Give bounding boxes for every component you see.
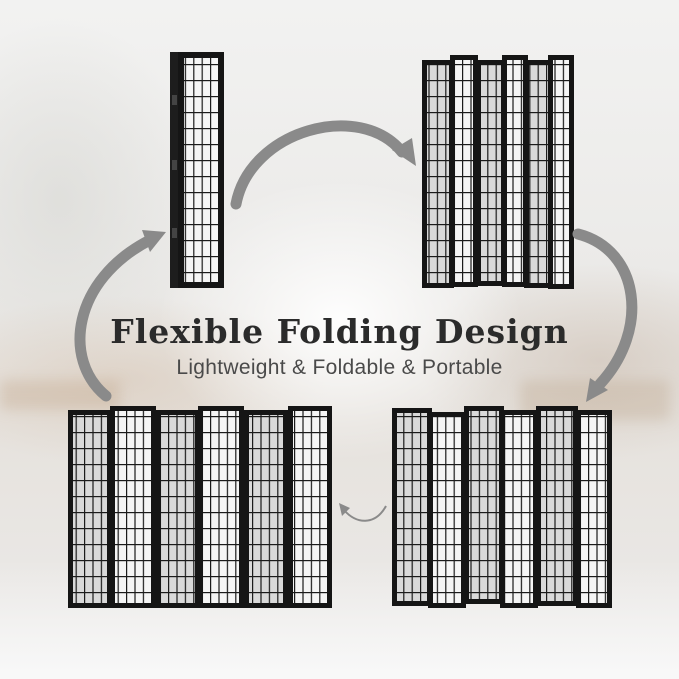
subheadline: Lightweight & Foldable & Portable (176, 356, 503, 379)
headline: Flexible Folding Design (110, 312, 569, 351)
unfolded-screen-left (68, 406, 332, 608)
arrow-top (230, 120, 416, 210)
partially-folded-screen (422, 55, 574, 289)
arrow-middle (339, 503, 387, 522)
arrow-right (572, 228, 638, 402)
unfolded-screen-right (392, 406, 612, 608)
arrow-left (74, 230, 166, 402)
folded-screen (170, 52, 224, 288)
